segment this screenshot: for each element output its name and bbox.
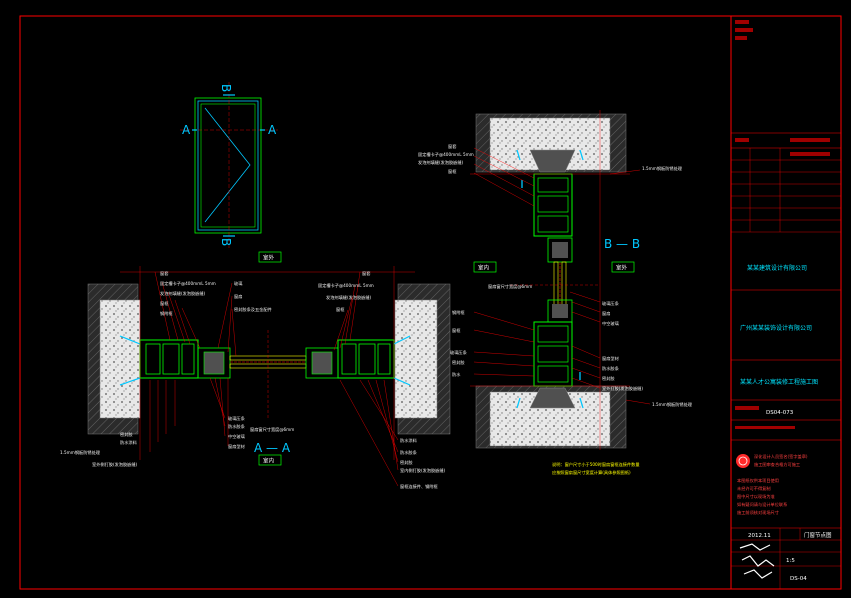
svg-text:钢附框: 钢附框: [160, 310, 173, 317]
svg-text:窗套: 窗套: [362, 270, 371, 277]
signature-scribble: [739, 543, 775, 579]
svg-text:室外打胶(发泡胶嵌缝): 室外打胶(发泡胶嵌缝): [602, 385, 643, 392]
svg-text:钢附框: 钢附框: [452, 309, 465, 316]
svg-text:密封胶: 密封胶: [452, 359, 465, 366]
svg-text:中空玻璃: 中空玻璃: [602, 320, 619, 327]
drawing-date: 2012.11: [748, 533, 771, 539]
section-aa-title: A — A: [254, 441, 291, 455]
svg-text:窗扇型材: 窗扇型材: [228, 443, 245, 450]
svg-text:室外: 室外: [263, 254, 275, 262]
drawing-scale: 1:5: [786, 558, 795, 564]
svg-text:发泡剂填缝(发泡胶嵌缝): 发泡剂填缝(发泡胶嵌缝): [418, 159, 464, 166]
window-elevation: [180, 82, 278, 249]
bb-labels-low-right: 窗扇型材 防水胶条 密封胶 室外打胶(发泡胶嵌缝): [602, 355, 643, 392]
aa-labels-bottom-right: 防水涂料 防水胶条 密封胶 室内侧打胶(发泡胶嵌缝) 窗框连接件、钢附框: [400, 437, 446, 490]
svg-text:窗扇: 窗扇: [234, 293, 242, 300]
aa-labels-bottom-mid: 玻璃压条 防水胶条 中空玻璃 窗扇型材 窗扇窗尺寸宽度@6mm: [228, 415, 294, 450]
svg-text:本图纸仅供本项目使用: 本图纸仅供本项目使用: [737, 477, 779, 484]
svg-text:窗框: 窗框: [452, 327, 461, 334]
svg-text:防水涂料: 防水涂料: [120, 439, 138, 446]
firm-name-1: 某某建筑设计有限公司: [747, 264, 807, 272]
svg-text:室内: 室内: [478, 264, 489, 272]
firm-name-2: 广州某某装饰设计有限公司: [740, 324, 812, 332]
svg-text:中空玻璃: 中空玻璃: [228, 433, 245, 440]
svg-text:室内侧打胶(发泡胶嵌缝): 室内侧打胶(发泡胶嵌缝): [400, 467, 446, 474]
bb-labels-top: 窗套 固定槽卡子@400mmL 5mm 发泡剂填缝(发泡胶嵌缝) 窗框: [418, 143, 474, 175]
svg-text:密封胶: 密封胶: [602, 375, 615, 382]
svg-text:1.5mm钢板防锈处理: 1.5mm钢板防锈处理: [60, 449, 101, 456]
svg-text:玻璃压条: 玻璃压条: [602, 300, 620, 307]
bb-label-mid-left: 窗扇窗尺寸宽度@6mm: [488, 283, 532, 290]
svg-text:固定槽卡子@400mmL 5mm: 固定槽卡子@400mmL 5mm: [160, 280, 216, 287]
svg-text:施工前须核对现场尺寸: 施工前须核对现场尺寸: [737, 509, 779, 516]
svg-text:密封胶: 密封胶: [120, 431, 133, 438]
svg-text:窗框: 窗框: [160, 300, 169, 307]
svg-text:固定槽卡子@400mmL 5mm: 固定槽卡子@400mmL 5mm: [418, 151, 474, 158]
tag-outside-bb: 室外: [611, 261, 635, 273]
svg-text:防水胶条: 防水胶条: [602, 365, 620, 372]
drawing-number: DS04-073: [766, 410, 794, 416]
tag-inside-bb: 室内: [473, 261, 497, 273]
mark-a-right: A: [268, 123, 277, 137]
sheet-border: [19, 15, 842, 590]
svg-text:密封胶: 密封胶: [400, 459, 413, 466]
svg-text:防水涂料: 防水涂料: [400, 437, 418, 444]
svg-text:玻璃: 玻璃: [234, 280, 242, 287]
section-aa: [87, 266, 451, 487]
title-block: [731, 20, 841, 589]
svg-text:室内: 室内: [263, 457, 274, 465]
svg-text:室外侧打胶(发泡胶嵌缝): 室外侧打胶(发泡胶嵌缝): [92, 461, 138, 468]
section-bb-title: B — B: [604, 237, 640, 251]
bb-labels-mid-right: 玻璃压条 窗扇 中空玻璃: [602, 300, 620, 327]
svg-text:窗框连接件、钢附框: 窗框连接件、钢附框: [400, 483, 439, 490]
red-block-1: 深化设计人员签名(签字盖章): [754, 453, 808, 460]
svg-text:固定槽卡子@400mmL 5mm: 固定槽卡子@400mmL 5mm: [318, 282, 374, 289]
tag-outside-elevation: 室外: [258, 251, 282, 263]
svg-text:图中尺寸以现场为准: 图中尺寸以现场为准: [737, 493, 775, 500]
red-notes: 本图纸仅供本项目使用 未经许可不得复制 图中尺寸以现场为准 如有疑问请与设计单位…: [737, 477, 787, 516]
sheet-title: 门窗节点图: [804, 531, 832, 539]
mark-a-left: A: [182, 123, 191, 137]
svg-text:窗框: 窗框: [448, 168, 457, 175]
aa-labels-top-right: 窗套 固定槽卡子@400mmL 5mm 发泡剂填缝(发泡胶嵌缝) 窗框: [318, 270, 374, 313]
svg-text:防水胶条: 防水胶条: [400, 449, 418, 456]
svg-text:密封胶条及五金配件: 密封胶条及五金配件: [234, 306, 272, 313]
svg-text:玻璃压条: 玻璃压条: [450, 349, 468, 356]
svg-text:防水胶条: 防水胶条: [228, 423, 246, 430]
project-name: 某某人才公寓装修工程施工图: [740, 378, 818, 386]
seal-icon: [736, 454, 750, 468]
bb-note-1: 说明：窗户尺寸小于500时窗扇窗框连接件数量: [552, 461, 640, 468]
section-bb: [470, 110, 651, 450]
bb-note-2: 应按照窗扇窗尺寸宽度计算(具体参照图纸): [552, 469, 631, 476]
bb-labels-low-left: 钢附框 窗框 玻璃压条 密封胶 防水: [450, 309, 468, 378]
svg-text:窗套: 窗套: [160, 270, 169, 277]
svg-text:玻璃压条: 玻璃压条: [228, 415, 246, 422]
svg-text:窗扇窗尺寸宽度@6mm: 窗扇窗尺寸宽度@6mm: [250, 426, 294, 433]
aa-labels-bottom-left: 1.5mm钢板防锈处理 防水涂料 密封胶 室外侧打胶(发泡胶嵌缝): [60, 431, 138, 468]
sheet-number: DS-04: [790, 576, 807, 582]
svg-text:发泡剂填缝(发泡胶嵌缝): 发泡剂填缝(发泡胶嵌缝): [160, 290, 206, 297]
svg-text:窗扇: 窗扇: [602, 310, 610, 317]
svg-text:未经许可不得复制: 未经许可不得复制: [737, 485, 771, 492]
mark-b-top: B: [219, 84, 233, 92]
red-block-2: 施工图审查合格方可施工: [754, 461, 800, 468]
aa-labels-top-mid: 玻璃 窗扇 密封胶条及五金配件: [234, 280, 272, 313]
svg-text:窗扇型材: 窗扇型材: [602, 355, 619, 362]
svg-text:发泡剂填缝(发泡胶嵌缝): 发泡剂填缝(发泡胶嵌缝): [326, 294, 372, 301]
mark-b-bottom: B: [219, 238, 233, 246]
tag-inside-aa: 室内: [258, 454, 282, 466]
bb-label-right-top: 1.5mm钢板防锈处理: [642, 165, 683, 172]
svg-text:如有疑问请与设计单位联系: 如有疑问请与设计单位联系: [737, 501, 787, 508]
svg-text:防水: 防水: [452, 371, 461, 378]
svg-text:窗套: 窗套: [448, 143, 457, 150]
bb-label-right-bottom: 1.5mm钢板防锈处理: [652, 401, 693, 408]
svg-text:室外: 室外: [616, 264, 628, 272]
aa-labels-top-left: 窗套 固定槽卡子@400mmL 5mm 发泡剂填缝(发泡胶嵌缝) 窗框 钢附框: [160, 270, 216, 317]
svg-text:窗框: 窗框: [336, 306, 345, 313]
